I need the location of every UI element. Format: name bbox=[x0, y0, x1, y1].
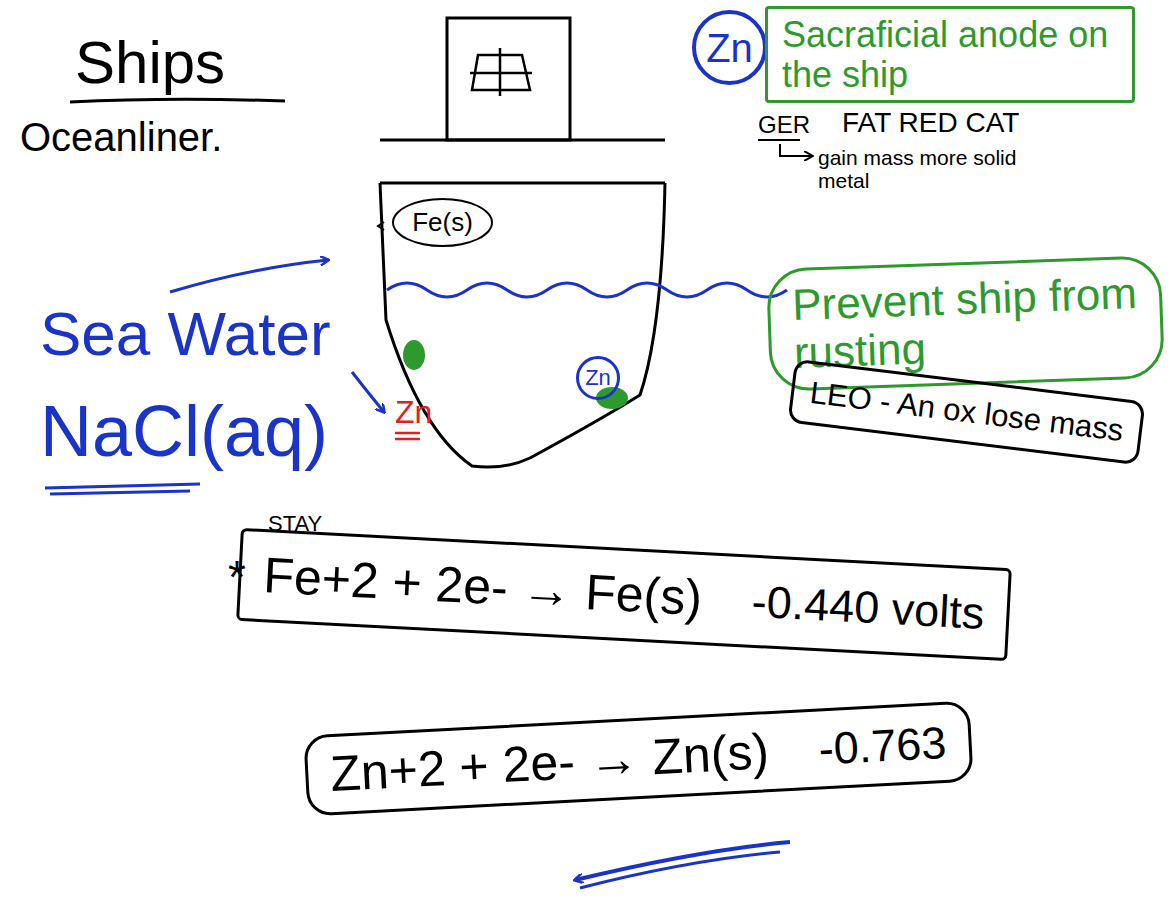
ship-hull bbox=[380, 183, 665, 467]
mnemonic-text: FAT RED CAT bbox=[842, 108, 1019, 139]
arrow-mark bbox=[378, 222, 384, 230]
reaction-box: Zn+2 + 2e- → Zn(s) -0.763 bbox=[303, 701, 973, 817]
mnemonic-box: LEO - An ox lose mass bbox=[787, 359, 1145, 466]
window-symbol bbox=[470, 48, 532, 96]
box-text: Prevent ship from rusting bbox=[791, 269, 1139, 378]
value-text: -0.440 volts bbox=[751, 576, 986, 638]
water-line bbox=[387, 283, 787, 297]
element-circle: Zn bbox=[576, 356, 620, 400]
subtitle-text: Oceanliner. bbox=[20, 115, 222, 159]
pointer-arrow bbox=[352, 372, 384, 412]
box-text: Sacraficial anode on the ship bbox=[782, 15, 1118, 94]
underline bbox=[395, 433, 420, 439]
reaction-box: Fe+2 + 2e- → Fe(s) -0.440 volts bbox=[236, 528, 1011, 661]
note-box: Sacraficial anode on the ship bbox=[765, 6, 1135, 103]
underline bbox=[758, 139, 800, 141]
medium-label: Sea Water bbox=[40, 300, 331, 368]
element-circle: Fe(s) bbox=[392, 198, 493, 247]
mnemonic-text: GER bbox=[758, 112, 810, 138]
box-text: Zn bbox=[585, 366, 611, 390]
note-text: STAY bbox=[268, 512, 322, 536]
box-text: Zn bbox=[706, 26, 753, 70]
element-circle: Zn bbox=[692, 10, 767, 85]
pointer-arrow bbox=[780, 144, 812, 156]
ship-cabin bbox=[447, 18, 570, 140]
box-text: LEO - An ox lose mass bbox=[808, 376, 1125, 448]
note-text: gain mass more solid metal bbox=[818, 146, 1048, 192]
goal-box: Prevent ship from rusting bbox=[766, 255, 1165, 391]
box-text: Fe+2 + 2e- → Fe(s) bbox=[262, 548, 703, 626]
pointer-arrow bbox=[170, 260, 328, 292]
anode-blob bbox=[403, 340, 425, 370]
underline bbox=[70, 99, 285, 102]
box-text: Fe(s) bbox=[412, 208, 473, 237]
value-text: -0.763 bbox=[818, 718, 948, 774]
title-text: Ships bbox=[75, 30, 225, 96]
direction-arrow bbox=[575, 842, 790, 880]
underline bbox=[45, 484, 200, 494]
box-text: Zn+2 + 2e- → Zn(s) bbox=[329, 724, 770, 802]
formula-label: NaCl(aq) bbox=[40, 392, 328, 471]
deck-line bbox=[380, 139, 665, 142]
element-label: Zn bbox=[395, 395, 432, 430]
direction-arrow bbox=[580, 852, 780, 888]
